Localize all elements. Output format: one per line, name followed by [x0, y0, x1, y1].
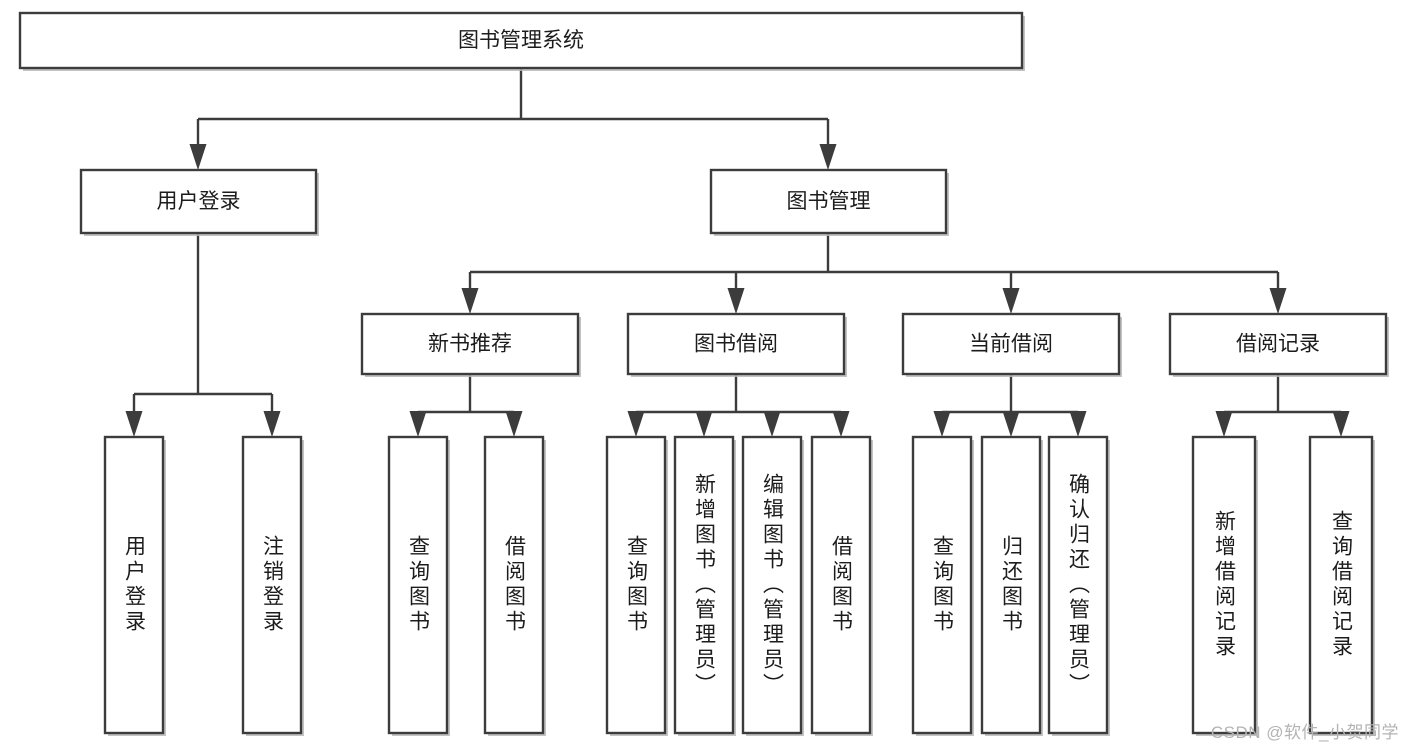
- node-leaf-10[interactable]: [1047, 435, 1110, 736]
- node-rect[interactable]: [810, 435, 872, 735]
- node-level3-1[interactable]: 图书借阅: [626, 312, 847, 377]
- node-leaf-3[interactable]: [483, 435, 546, 736]
- connector-root-to-level2: [189, 68, 837, 170]
- node-rect[interactable]: [1047, 435, 1109, 735]
- arrow-head-icon: [933, 411, 951, 437]
- arrow-head-icon: [832, 411, 850, 437]
- node-rect[interactable]: [741, 435, 803, 735]
- csdn-watermark: CSDN @软件_小贺同学: [1210, 723, 1399, 742]
- node-rect[interactable]: [709, 168, 948, 235]
- node-leaf-2[interactable]: [387, 435, 450, 736]
- connector-current-to-leaves: [933, 374, 1087, 437]
- node-level3-2[interactable]: 当前借阅: [901, 312, 1122, 377]
- node-label: 用户登录: [157, 190, 241, 213]
- node-label: 新书推荐: [428, 333, 512, 356]
- node-leaf-6[interactable]: [741, 435, 804, 736]
- arrow-head-icon: [695, 411, 713, 437]
- connector-books-to-level3: [461, 233, 1287, 314]
- node-leaf-8[interactable]: [911, 435, 974, 736]
- node-leaf-1[interactable]: [241, 435, 304, 736]
- arrow-head-icon: [727, 288, 745, 314]
- connector-borrow-to-leaves: [627, 374, 850, 437]
- node-level3-0[interactable]: 新书推荐: [360, 312, 581, 377]
- connector-layer: [125, 68, 1350, 437]
- node-label: 当前借阅: [969, 333, 1053, 356]
- node-leaf-9[interactable]: [980, 435, 1043, 736]
- arrow-head-icon: [1215, 411, 1233, 437]
- arrow-head-icon: [189, 144, 207, 170]
- node-rect[interactable]: [483, 435, 545, 735]
- node-label: 图书管理系统: [458, 29, 584, 52]
- node-level3-3[interactable]: 借阅记录: [1168, 312, 1389, 377]
- node-rect[interactable]: [103, 435, 165, 735]
- arrow-head-icon: [461, 288, 479, 314]
- node-rect[interactable]: [241, 435, 303, 735]
- connector-login-to-leaves: [125, 233, 281, 437]
- arrow-head-icon: [505, 411, 523, 437]
- node-label: 图书借阅: [694, 333, 778, 356]
- node-rect[interactable]: [605, 435, 667, 735]
- arrow-head-icon: [627, 411, 645, 437]
- node-rect[interactable]: [901, 312, 1121, 376]
- node-leaf-4[interactable]: [605, 435, 668, 736]
- node-rect[interactable]: [79, 168, 318, 235]
- arrow-head-icon: [763, 411, 781, 437]
- node-leaf-0[interactable]: [103, 435, 166, 736]
- node-label: 借阅记录: [1236, 333, 1320, 356]
- node-leaf-12[interactable]: [1308, 435, 1375, 736]
- node-rect[interactable]: [18, 11, 1024, 70]
- node-level2-1[interactable]: 图书管理: [709, 168, 949, 236]
- node-rect[interactable]: [1308, 435, 1374, 735]
- node-rect[interactable]: [1191, 435, 1257, 735]
- node-label: 图书管理: [787, 190, 871, 213]
- node-root-0[interactable]: 图书管理系统: [18, 11, 1025, 71]
- node-leaf-5[interactable]: [673, 435, 736, 736]
- arrow-head-icon: [1069, 411, 1087, 437]
- node-rect[interactable]: [911, 435, 973, 735]
- node-level2-0[interactable]: 用户登录: [79, 168, 319, 236]
- arrow-head-icon: [125, 411, 143, 437]
- node-rect[interactable]: [673, 435, 735, 735]
- node-rect[interactable]: [360, 312, 580, 376]
- node-rect[interactable]: [1168, 312, 1388, 376]
- arrow-head-icon: [1332, 411, 1350, 437]
- arrow-head-icon: [1002, 288, 1020, 314]
- node-leaf-11[interactable]: [1191, 435, 1258, 736]
- node-rect[interactable]: [980, 435, 1042, 735]
- connector-records-to-leaves: [1215, 374, 1350, 437]
- arrow-head-icon: [409, 411, 427, 437]
- arrow-head-icon: [1269, 288, 1287, 314]
- node-rect[interactable]: [626, 312, 846, 376]
- connector-newbooks-to-leaves: [409, 374, 523, 437]
- arrow-head-icon: [1002, 411, 1020, 437]
- node-leaf-7[interactable]: [810, 435, 873, 736]
- node-rect[interactable]: [387, 435, 449, 735]
- arrow-head-icon: [263, 411, 281, 437]
- arrow-head-icon: [819, 144, 837, 170]
